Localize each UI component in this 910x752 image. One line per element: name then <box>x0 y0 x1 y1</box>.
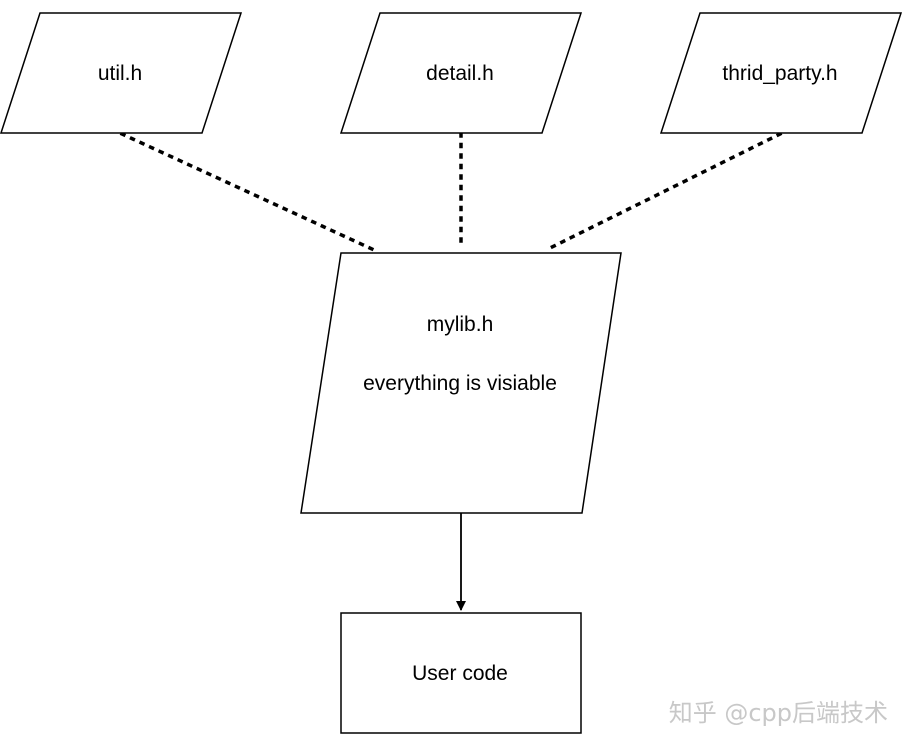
node-util-h-shape <box>0 12 243 134</box>
node-mylib-h-shape <box>300 252 622 514</box>
node-user-code-shape <box>340 612 582 734</box>
watermark-text: 知乎 @cpp后端技术 <box>669 699 888 727</box>
node-third-party-h[interactable]: thrid_party.h <box>659 12 903 134</box>
node-detail-h[interactable]: detail.h <box>339 12 583 134</box>
node-third-party-h-label: thrid_party.h <box>722 62 837 85</box>
connector-util-to-mylib <box>119 131 375 252</box>
node-util-h[interactable]: util.h <box>0 12 243 134</box>
connector-third-party-to-mylib <box>545 131 783 252</box>
node-user-code[interactable]: User code <box>340 612 582 734</box>
node-mylib-h-subtitle: everything is visiable <box>363 372 557 395</box>
node-third-party-h-shape <box>659 12 903 134</box>
node-detail-h-label: detail.h <box>426 62 494 85</box>
node-detail-h-shape <box>339 12 583 134</box>
node-util-h-label: util.h <box>98 62 142 85</box>
node-mylib-h[interactable]: mylib.h everything is visiable <box>300 252 622 514</box>
node-mylib-h-title: mylib.h <box>427 313 494 336</box>
node-user-code-label: User code <box>412 662 508 685</box>
